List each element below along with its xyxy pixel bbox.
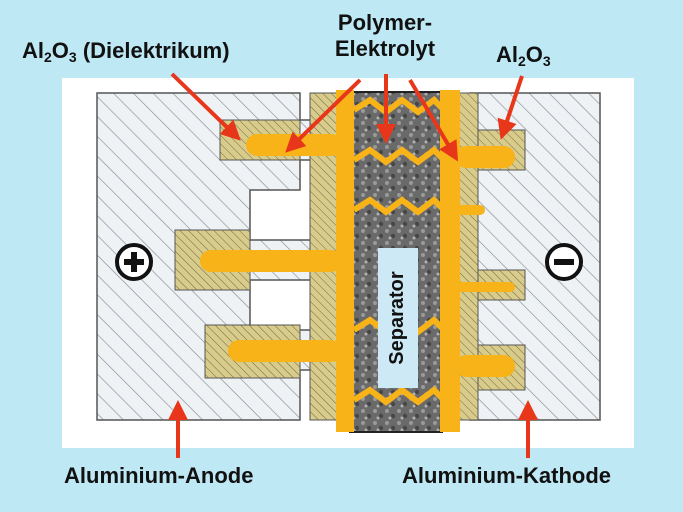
minus-terminal	[545, 243, 583, 281]
polymer-line1: Polymer-	[337, 10, 433, 35]
label-polymer-electrolyte: Polymer- Elektrolyt	[320, 12, 450, 60]
plus-terminal	[115, 243, 153, 281]
separator-label-box	[378, 248, 418, 388]
label-cathode: Aluminium-Kathode	[402, 463, 611, 488]
polymer-line2: Elektrolyt	[334, 36, 436, 61]
label-separator: Separator	[386, 271, 408, 365]
label-dielectric-left: Al2O3 (Dielektrikum)	[22, 38, 230, 65]
label-oxide-right: Al2O3	[496, 42, 551, 69]
polymer-electrolyte	[200, 90, 515, 432]
label-anode: Aluminium-Anode	[64, 463, 254, 488]
annotation-arrows	[168, 72, 538, 458]
